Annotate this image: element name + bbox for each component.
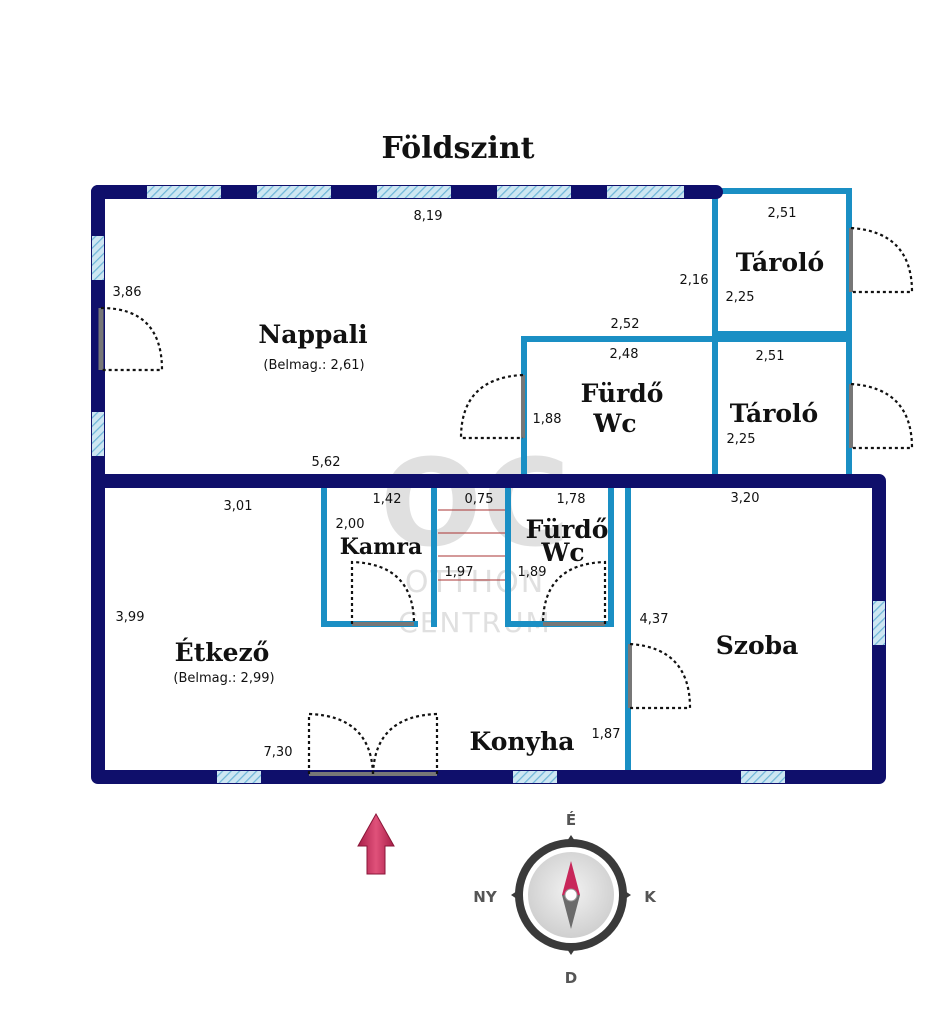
room-konyha: Konyha	[470, 727, 575, 756]
room-nappali: Nappali	[258, 320, 367, 349]
dim-label: 4,37	[640, 612, 669, 627]
dim-label: 2,51	[756, 349, 785, 364]
compass-east: K	[644, 888, 657, 906]
dim-label: 1,42	[373, 492, 402, 507]
entrance-arrow-icon	[357, 812, 395, 875]
doors	[98, 226, 914, 776]
dim-label: 2,00	[336, 517, 365, 532]
stairs	[438, 509, 505, 581]
room-furdo-2: Fürdő	[526, 515, 609, 544]
dim-label: 3,20	[731, 491, 760, 506]
dim-label: 3,86	[113, 285, 142, 300]
dim-label: 1,87	[592, 727, 621, 742]
outer-walls	[91, 185, 886, 784]
room-nappali-height: (Belmag.: 2,61)	[263, 358, 364, 373]
room-taroló-1: Tároló	[736, 248, 824, 277]
windows	[92, 186, 885, 783]
dim-label: 2,25	[727, 432, 756, 447]
page-title: Földszint	[381, 131, 534, 166]
dim-label: 8,19	[414, 209, 443, 224]
room-furdo-1: Fürdő	[581, 379, 664, 408]
dim-label: 3,01	[224, 499, 253, 514]
dim-label: 1,97	[445, 565, 474, 580]
room-etkezo-height: (Belmag.: 2,99)	[173, 671, 274, 686]
room-szoba: Szoba	[716, 631, 799, 660]
dim-label: 1,78	[557, 492, 586, 507]
dim-label: 7,30	[264, 745, 293, 760]
room-taroló-2: Tároló	[730, 399, 818, 428]
dim-label: 2,52	[611, 317, 640, 332]
room-wc-1: Wc	[592, 409, 636, 438]
dim-label: 5,62	[312, 455, 341, 470]
compass-icon: É D K NY	[473, 810, 657, 987]
dim-label: 2,48	[610, 347, 639, 362]
watermark-line1: OTTHON	[405, 565, 545, 600]
dim-label: 2,51	[768, 206, 797, 221]
watermark-logo: OC	[380, 435, 570, 574]
room-wc-2: Wc	[540, 538, 584, 567]
dim-label: 0,75	[465, 492, 494, 507]
dim-label: 2,16	[680, 273, 709, 288]
room-etkezo: Étkező	[175, 638, 270, 667]
dim-label: 3,99	[116, 610, 145, 625]
compass-south: D	[565, 969, 577, 987]
watermark: OC OTTHON CENTRUM	[380, 435, 570, 639]
dim-label: 1,88	[533, 412, 562, 427]
compass-west: NY	[473, 888, 498, 906]
compass-north: É	[566, 810, 576, 829]
dimension-labels: 8,19 3,86 2,16 2,51 2,25 2,52 2,48 2,51 …	[113, 206, 797, 760]
room-labels: Nappali (Belmag.: 2,61) Tároló Tároló Fü…	[173, 248, 824, 756]
room-kamra: Kamra	[340, 534, 423, 560]
dim-label: 1,89	[518, 565, 547, 580]
dim-label: 2,25	[726, 290, 755, 305]
